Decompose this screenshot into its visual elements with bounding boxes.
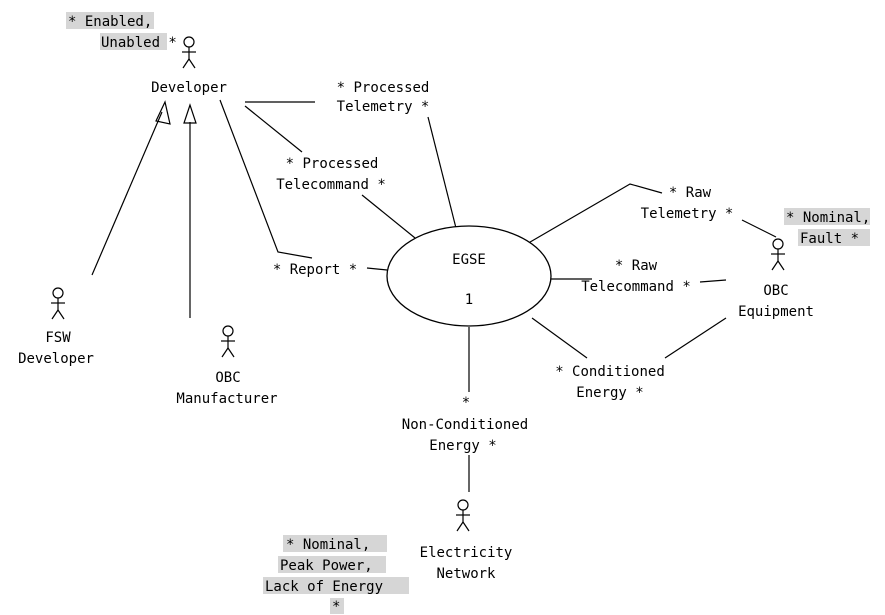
flow-label: Telecommand * — [581, 279, 691, 295]
generalization-arrowhead — [155, 100, 171, 125]
note-line: * — [332, 599, 340, 615]
actor-name: Electricity — [420, 545, 513, 561]
generalization-fsw-developer — [91, 111, 163, 276]
flow-label: * Conditioned — [555, 364, 665, 380]
note-line: Peak Power, — [280, 558, 373, 574]
actor-name: Manufacturer — [176, 391, 277, 407]
actor-fsw-developer[interactable]: FSW Developer — [18, 287, 94, 367]
flow-label: * Raw — [615, 258, 658, 274]
stick-figure-icon — [51, 287, 65, 320]
note-network-states: * Nominal, Peak Power, Lack of Energy * — [263, 535, 409, 615]
system-ellipse[interactable] — [386, 225, 552, 327]
line-report-to-egse — [366, 267, 388, 271]
line-raw-telemetry-to-obc — [741, 219, 777, 238]
flow-raw-telemetry: * Raw Telemetry * — [641, 185, 734, 222]
system-name: EGSE — [452, 252, 486, 268]
flow-label: Telemetry * — [337, 99, 430, 115]
line-processed-telecommand — [244, 105, 303, 153]
actor-name: OBC — [215, 370, 240, 386]
stick-figure-icon — [771, 238, 785, 271]
flow-report: * Report * — [273, 262, 357, 278]
flow-label: * Raw — [669, 185, 712, 201]
actor-obc-manufacturer[interactable]: OBC Manufacturer — [176, 325, 278, 407]
flow-processed-telemetry: * Processed Telemetry * — [337, 80, 430, 115]
note-obc-states: * Nominal, Fault * — [784, 208, 870, 247]
line-report — [219, 99, 313, 259]
actor-name: Developer — [18, 351, 94, 367]
connection-lines — [91, 99, 777, 492]
flow-label: Non-Conditioned — [402, 417, 528, 433]
note-line: * Nominal, — [286, 537, 370, 553]
flow-label: Energy * — [576, 385, 643, 401]
actor-developer[interactable]: Developer — [151, 36, 227, 96]
actor-obc-equipment[interactable]: OBC Equipment — [738, 238, 814, 320]
actor-name: OBC — [763, 283, 788, 299]
flow-non-conditioned-energy: * Non-Conditioned Energy * — [402, 395, 528, 454]
system-egse[interactable]: EGSE 1 — [386, 225, 552, 327]
flow-label: * Processed — [337, 80, 430, 96]
actor-electricity-network[interactable]: Electricity Network — [420, 499, 513, 582]
note-line: Fault * — [800, 231, 859, 247]
line-processed-telemetry-to-egse — [427, 116, 459, 237]
line-processed-telecommand-to-egse — [361, 194, 421, 243]
actor-name: Developer — [151, 80, 227, 96]
system-multiplicity: 1 — [465, 292, 473, 308]
flow-label: * Report * — [273, 262, 357, 278]
note-line: Lack of Energy — [265, 579, 383, 595]
flow-raw-telecommand: * Raw Telecommand * — [581, 258, 691, 295]
flow-label: Energy * — [429, 438, 496, 454]
flow-conditioned-energy: * Conditioned Energy * — [555, 364, 665, 401]
line-conditioned-energy — [531, 317, 588, 359]
flow-label: * — [462, 395, 470, 411]
note-developer-states: * Enabled, Unabled * — [66, 12, 177, 51]
note-line: * Enabled, — [68, 14, 152, 30]
line-raw-telemetry — [524, 183, 663, 246]
note-line: * Nominal, — [786, 210, 870, 226]
line-raw-telecommand-to-obc — [699, 279, 727, 283]
flow-processed-telecommand: * Processed Telecommand * — [276, 156, 386, 193]
actor-name: FSW — [45, 330, 71, 346]
flow-label: Telecommand * — [276, 177, 386, 193]
stick-figure-icon — [221, 325, 235, 358]
stick-figure-icon — [182, 36, 196, 69]
flow-label: * Processed — [286, 156, 379, 172]
actor-name: Network — [436, 566, 496, 582]
stick-figure-icon — [456, 499, 470, 532]
flow-label: Telemetry * — [641, 206, 734, 222]
actor-name: Equipment — [738, 304, 814, 320]
line-conditioned-energy-to-obc — [664, 317, 727, 359]
note-line: Unabled * — [101, 35, 177, 51]
generalization-arrowhead — [183, 103, 197, 124]
